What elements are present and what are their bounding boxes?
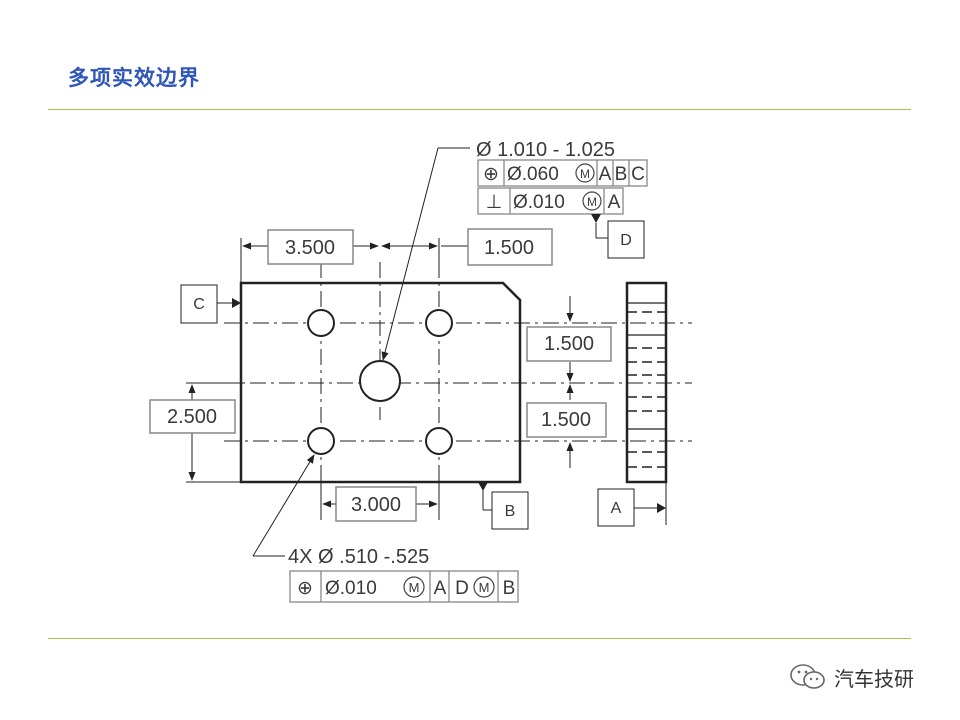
datum-d-box — [607, 220, 645, 259]
datum-a-label: A — [611, 500, 622, 517]
wechat-icon — [790, 664, 825, 689]
dim-top-right: 1.500 — [484, 237, 534, 259]
dim-box-right-lower — [526, 402, 607, 438]
fcf1-modifier: M — [580, 167, 590, 181]
fcf-center-perpendicularity — [477, 187, 624, 215]
fcf2-symbol: ⊥ — [486, 192, 503, 213]
top-divider — [48, 109, 911, 110]
fcf3-tol: Ø.010 — [325, 578, 377, 599]
fcf3-datum-d: D — [455, 578, 469, 599]
fcf3-symbol: ⊕ — [297, 578, 313, 599]
dim-bottom: 3.000 — [351, 494, 401, 516]
datum-c-box — [180, 284, 218, 324]
watermark: 汽车技研 — [788, 662, 914, 692]
hole-bottom-right — [425, 427, 453, 455]
fcf1-datum-a: A — [599, 164, 612, 185]
pattern-hole-size: 4X Ø .510 -.525 — [288, 546, 429, 568]
dim-top-left: 3.500 — [285, 237, 335, 259]
fcf3-datum-modifier: M — [479, 580, 490, 595]
fcf3-datum-b: B — [503, 578, 516, 599]
dim-box-left — [149, 399, 236, 434]
dim-right-lower: 1.500 — [541, 409, 591, 431]
datum-b-box — [491, 491, 529, 530]
side-view — [625, 281, 668, 484]
fcf3-modifier: M — [409, 580, 420, 595]
datum-b-label: B — [505, 503, 516, 520]
datum-a-box — [597, 488, 635, 527]
fcf-center-position — [477, 159, 648, 187]
side-hidden-lines — [627, 311, 666, 468]
fcf2-datum-a: A — [608, 192, 621, 213]
fcf1-datum-b: B — [615, 164, 628, 185]
fcf1-datum-c: C — [631, 164, 645, 185]
part-outline — [239, 281, 522, 484]
bottom-divider — [48, 638, 911, 639]
fcf1-symbol: ⊕ — [483, 164, 499, 185]
hole-top-right — [425, 309, 453, 337]
dim-box-right-upper — [526, 326, 612, 362]
slide-title: 多项实效边界 — [68, 65, 200, 90]
hole-top-left — [307, 309, 335, 337]
dim-box-top-right — [467, 228, 553, 266]
fcf1-tol: Ø.060 — [507, 164, 559, 185]
dim-box-bottom — [335, 486, 417, 522]
fcf2-tol: Ø.010 — [513, 192, 565, 213]
hole-bottom-left — [307, 427, 335, 455]
dim-right-upper: 1.500 — [544, 333, 594, 355]
center-lines — [192, 262, 692, 468]
hole-center — [359, 360, 401, 402]
watermark-text: 汽车技研 — [834, 666, 914, 691]
dim-box-top-left — [267, 229, 354, 265]
datum-d-label: D — [620, 232, 632, 249]
fcf2-modifier: M — [587, 195, 597, 209]
center-hole-size: Ø 1.010 - 1.025 — [476, 139, 615, 161]
dim-left: 2.500 — [167, 406, 217, 428]
datum-c-label: C — [193, 296, 205, 313]
fcf3-datum-a: A — [434, 578, 447, 599]
